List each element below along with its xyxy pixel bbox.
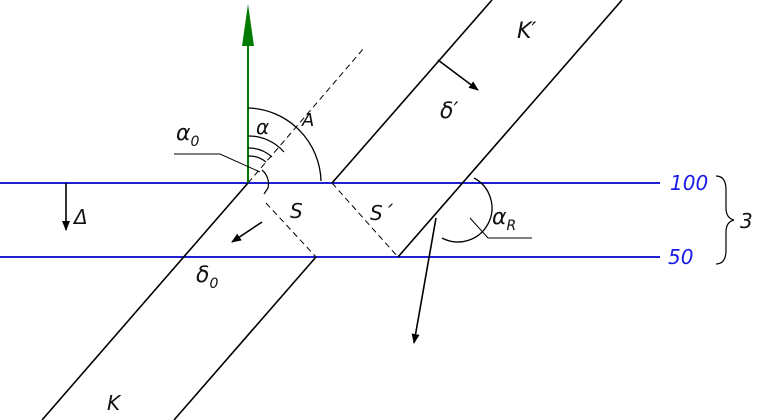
- label-k-prime: K′: [517, 19, 536, 44]
- label-k: K: [107, 391, 122, 415]
- label-delta-0: δ0: [196, 263, 218, 292]
- leader-alpha-0: [174, 153, 261, 173]
- arc-alpha-0-inner: [247, 155, 267, 163]
- band-kprime-left-edge: [331, 0, 493, 184]
- dashed-sprime-line: [331, 182, 399, 258]
- delta-prime-arrow: [437, 59, 479, 91]
- label-A: A: [301, 110, 314, 131]
- label-alpha: α: [256, 115, 269, 139]
- band-k-left-edge: [41, 182, 249, 420]
- bracket-3: [715, 175, 735, 265]
- arc-alpha-R: [441, 177, 493, 243]
- resultant-arrow: [411, 217, 437, 344]
- label-level-50: 50: [668, 245, 693, 269]
- label-alpha-R: αR: [492, 205, 516, 234]
- label-delta-prime: δ′: [440, 99, 458, 124]
- leader-alpha-R: [469, 217, 532, 239]
- dashed-s-line: [265, 202, 317, 258]
- delta-0-arrow: [231, 221, 263, 243]
- arc-A: [247, 107, 322, 182]
- arc-alpha: [247, 135, 285, 153]
- arc-small-hook: [261, 169, 270, 195]
- label-delta-vertical: Δ: [72, 205, 88, 229]
- band-kprime-right-edge: [397, 0, 623, 258]
- label-bracket-3: 3: [740, 209, 753, 233]
- label-S-prime: S´: [370, 201, 394, 225]
- label-S: S: [290, 199, 303, 223]
- north-arrow-head: [242, 4, 254, 46]
- arc-alpha-0: [247, 147, 273, 158]
- band-k-right-edge: [173, 256, 317, 420]
- label-alpha-0: α0: [176, 121, 200, 150]
- label-level-100: 100: [670, 171, 708, 195]
